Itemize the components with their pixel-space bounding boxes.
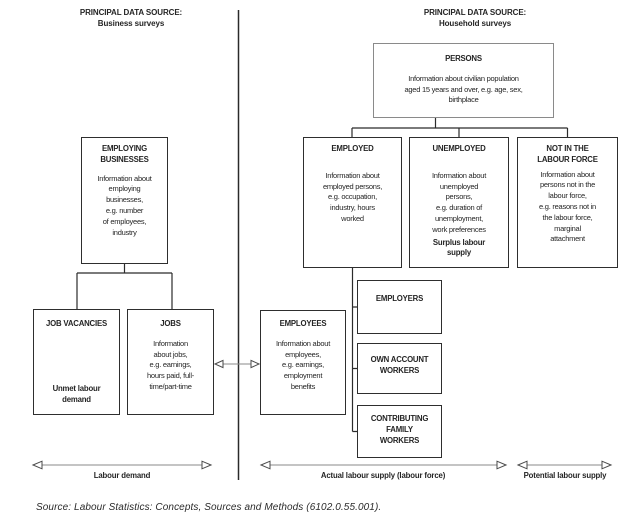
unemployed-box-body: Information about unemployed persons, e.… xyxy=(431,170,487,234)
employers-box-title: EMPLOYERS xyxy=(375,294,424,303)
unemployed-box: UNEMPLOYED Information about unemployed … xyxy=(409,137,509,268)
actual-labour-supply-arrow xyxy=(259,460,508,470)
arrowhead-left-icon xyxy=(31,460,43,470)
employing-businesses-box-body: Information about employing businesses, … xyxy=(97,173,152,237)
contributing-family-workers-box-title: CONTRIBUTING FAMILY WORKERS xyxy=(370,414,429,445)
jobs-box-title: JOBS xyxy=(160,319,181,328)
business-tree-connector xyxy=(76,264,173,309)
not-in-labour-force-box: NOT IN THE LABOUR FORCE Information abou… xyxy=(517,137,618,268)
header-line1: PRINCIPAL DATA SOURCE: xyxy=(79,8,183,17)
labour-demand-label: Labour demand xyxy=(93,471,151,480)
own-account-workers-box-title: OWN ACCOUNT WORKERS xyxy=(370,355,429,375)
persons-tree-connector xyxy=(351,118,569,137)
employed-bracket-connector xyxy=(351,268,357,433)
employed-box-body: Information about employed persons, e.g.… xyxy=(322,170,383,223)
labour-demand-arrow xyxy=(31,460,213,470)
surplus-labour-supply-label: Surplus labour supply xyxy=(432,237,486,258)
employers-box: EMPLOYERS xyxy=(357,280,442,334)
header-line2: Business surveys xyxy=(97,18,165,28)
employed-box-title: EMPLOYED xyxy=(331,144,374,153)
potential-labour-supply-arrow xyxy=(516,460,613,470)
job-vacancies-box-title: JOB VACANCIES xyxy=(46,319,107,328)
header-line1: PRINCIPAL DATA SOURCE: xyxy=(423,8,527,17)
persons-box-body: Information about civilian population ag… xyxy=(404,73,523,105)
persons-box: PERSONS Information about civilian popul… xyxy=(373,43,554,118)
arrowhead-right-icon xyxy=(496,460,508,470)
actual-labour-supply-label: Actual labour supply (labour force) xyxy=(320,471,446,480)
source-note: Source: Labour Statistics: Concepts, Sou… xyxy=(36,502,382,513)
arrowhead-left-icon xyxy=(259,460,271,470)
arrowhead-right-icon xyxy=(250,359,261,369)
jobs-box-body: Information about jobs, e.g. earnings, h… xyxy=(146,338,195,391)
arrowhead-right-icon xyxy=(201,460,213,470)
unemployed-box-title: UNEMPLOYED xyxy=(432,144,486,153)
jobs-employees-arrow xyxy=(213,359,261,369)
arrowhead-left-icon xyxy=(213,359,224,369)
unmet-labour-demand-label: Unmet labour demand xyxy=(52,384,101,405)
arrowhead-right-icon xyxy=(601,460,613,470)
persons-box-title: PERSONS xyxy=(445,54,482,63)
employees-box-body: Information about employees, e.g. earnin… xyxy=(275,338,331,391)
arrowhead-left-icon xyxy=(516,460,528,470)
employing-businesses-box-title: EMPLOYING BUSINESSES xyxy=(100,144,149,164)
not-in-labour-force-box-title: NOT IN THE LABOUR FORCE xyxy=(537,144,598,164)
not-in-labour-force-box-body: Information about persons not in the lab… xyxy=(539,169,596,244)
job-vacancies-box: JOB VACANCIES Unmet labour demand xyxy=(33,309,120,415)
contributing-family-workers-box: CONTRIBUTING FAMILY WORKERS xyxy=(357,405,442,458)
own-account-workers-box: OWN ACCOUNT WORKERS xyxy=(357,343,442,394)
business-surveys-header: PRINCIPAL DATA SOURCE: Business surveys xyxy=(51,8,211,29)
employed-box: EMPLOYED Information about employed pers… xyxy=(303,137,402,268)
employing-businesses-box: EMPLOYING BUSINESSES Information about e… xyxy=(81,137,168,264)
employees-box-title: EMPLOYEES xyxy=(279,319,327,328)
potential-labour-supply-label: Potential labour supply xyxy=(523,471,607,480)
header-line2: Household surveys xyxy=(438,18,512,28)
employees-box: EMPLOYEES Information about employees, e… xyxy=(260,310,346,415)
household-surveys-header: PRINCIPAL DATA SOURCE: Household surveys xyxy=(395,8,555,29)
jobs-box: JOBS Information about jobs, e.g. earnin… xyxy=(127,309,214,415)
